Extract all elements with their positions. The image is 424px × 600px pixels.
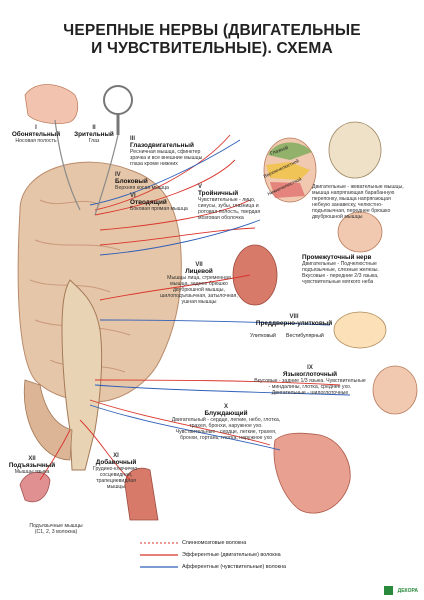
nerve-viii-name: Преддверно-улитковый <box>255 320 333 327</box>
glossopharyngeal-illustration <box>372 365 418 415</box>
nerve-vii-label: VII Лицевой Мышцы лица, стременная мышца… <box>160 262 238 305</box>
intermediate-nerve-name: Промежуточный нерв <box>302 254 372 261</box>
nerve-v-number: V <box>198 184 203 190</box>
trigeminal-zone-mandibular <box>270 182 305 198</box>
nerve-vi-desc: Боковая прямая мышца <box>130 206 188 212</box>
nerve-ii-name: Зрительный <box>74 131 114 138</box>
legend-afferent-label: Афферентные (чувствительные) волокна <box>182 564 286 570</box>
nerve-iv-label: IV Блоковый Верхняя косая мышца <box>115 172 195 191</box>
nerve-ii-label: II Зрительный Глаз <box>72 125 116 144</box>
nerve-iii-name: Глазодвигательный <box>130 142 194 149</box>
nerve-iv-name: Блоковый <box>115 178 148 185</box>
page-title: ЧЕРЕПНЫЕ НЕРВЫ (ДВИГАТЕЛЬНЫЕ И ЧУВСТВИТЕ… <box>8 22 416 58</box>
eye-illustration <box>103 85 133 115</box>
publisher-logo: ДЕКОРА <box>397 588 418 594</box>
nerve-vi-label: VI Отводящий Боковая прямая мышца <box>130 193 190 212</box>
nerve-xii-name: Подъязычный <box>8 462 56 469</box>
face-muscles-illustration <box>232 244 278 306</box>
intermediate-nerve-label: Промежуточный нерв Двигательные - Подчел… <box>302 254 402 285</box>
nerve-viii-cochlear: Улитковый <box>250 333 276 339</box>
nerve-ix-number: IX <box>307 365 313 371</box>
nerve-xii-number: XII <box>28 456 36 462</box>
nerve-ii-desc: Глаз <box>88 138 100 144</box>
nerve-iii-desc: Ресничная мышца, сфинктер зрачка и все в… <box>130 149 203 167</box>
nerve-ii-number: II <box>92 125 96 131</box>
hypoglossal-note-line2: (C1, 2, 3 волокна) <box>34 529 78 535</box>
logo-mark <box>384 586 393 595</box>
title-line-2: И ЧУВСТВИТЕЛЬНЫЕ). СХЕМА <box>91 40 333 57</box>
nerve-v-desc: Чувствительные - лицо, синусы, зубы, гла… <box>198 197 261 221</box>
nerve-v-label: V Тройничный Чувствительные - лицо, сину… <box>198 184 262 221</box>
nerve-ix-desc: Вкусовые - задние 1/3 языка. Чувствитель… <box>254 378 366 396</box>
nerve-ix-name: Языкоглоточный <box>282 371 338 378</box>
nerve-i-label: I Обонятельный Носовая полость <box>10 125 62 144</box>
nerve-x-name: Блуждающий <box>204 410 248 417</box>
nerve-xi-label: XI Добавочный Грудино-ключично-сосцевидн… <box>88 453 144 490</box>
nerve-x-desc: Двигательный - сердце, легкие, небо, гло… <box>171 417 281 441</box>
brain-base <box>17 161 182 403</box>
trigeminal-zone-ophthalmic <box>268 142 312 160</box>
trigeminal-motor-text: Двигательные - жевательные мышцы, мышца … <box>312 184 404 220</box>
nerve-ix-label: IX Языкоглоточный Вкусовые - задние 1/3 … <box>254 365 366 396</box>
tongue-illustration <box>19 471 51 503</box>
olfactory-optic-lines <box>54 119 119 216</box>
nasal-cavity-illustration <box>24 84 79 124</box>
intermediate-nerve-desc: Двигательные - Подчелюстные подъязычные,… <box>302 261 379 285</box>
cerebellum <box>23 379 73 461</box>
nerve-iii-label: III Глазодвигательный Ресничная мышца, с… <box>130 136 212 167</box>
hypoglossal-note-line1: Подъязычные мышцы <box>29 523 83 529</box>
nerve-iv-desc: Верхняя косая мышца <box>115 185 169 191</box>
nerve-i-name: Обонятельный <box>11 131 61 138</box>
brainstem <box>61 279 103 471</box>
nerve-xi-number: XI <box>113 453 119 459</box>
nerve-vii-name: Лицевой <box>185 268 213 275</box>
neck-illustration <box>124 467 159 521</box>
nerve-xi-desc: Грудино-ключично-сосцевидная, трапециеви… <box>92 466 140 490</box>
nerve-xi-name: Добавочный <box>95 459 137 466</box>
nerve-viii-vestibular: Вестибулярный <box>286 333 324 339</box>
nerve-v-name: Тройничный <box>198 190 239 197</box>
nerve-i-desc: Носовая полость <box>15 138 57 144</box>
nerve-vii-desc: Мышцы лица, стременная мышца, заднее брю… <box>160 275 238 305</box>
nerve-i-number: I <box>35 125 37 131</box>
nerve-x-number: X <box>223 404 228 410</box>
vagus-organs-illustration <box>273 432 351 514</box>
afferent-nerve-lines <box>89 139 351 451</box>
nerve-vi-name: Отводящий <box>130 199 167 206</box>
nerve-viii-number: VIII <box>289 314 299 320</box>
nerve-xii-desc: Мышцы языка <box>14 469 50 475</box>
trigeminal-zone-maxillary <box>266 162 310 180</box>
legend-efferent-label: Эфферентные (двигательные) волокна <box>182 552 281 558</box>
efferent-nerve-lines <box>39 134 341 481</box>
inner-ear-illustration <box>333 311 387 349</box>
skull-illustration <box>328 121 382 179</box>
nerve-vi-number: VI <box>130 193 136 199</box>
nerve-xii-label: XII Подъязычный Мышцы языка <box>6 456 58 475</box>
legend-spinal-label: Спинномозговые волокна <box>182 540 247 546</box>
trigeminal-motor-desc: Двигательные - жевательные мышцы, мышца … <box>312 184 404 220</box>
title-line-1: ЧЕРЕПНЫЕ НЕРВЫ (ДВИГАТЕЛЬНЫЕ <box>63 22 361 39</box>
nerve-viii-label: VIII Преддверно-улитковый <box>254 314 334 327</box>
nerve-x-label: X Блуждающий Двигательный - сердце, легк… <box>170 404 282 441</box>
nerve-iii-number: III <box>130 136 136 142</box>
intermediate-face-illustration <box>337 211 383 253</box>
hypoglossal-note: Подъязычные мышцы (C1, 2, 3 волокна) <box>20 523 92 535</box>
nerve-vii-number: VII <box>195 262 203 268</box>
nerve-iv-number: IV <box>115 172 121 178</box>
